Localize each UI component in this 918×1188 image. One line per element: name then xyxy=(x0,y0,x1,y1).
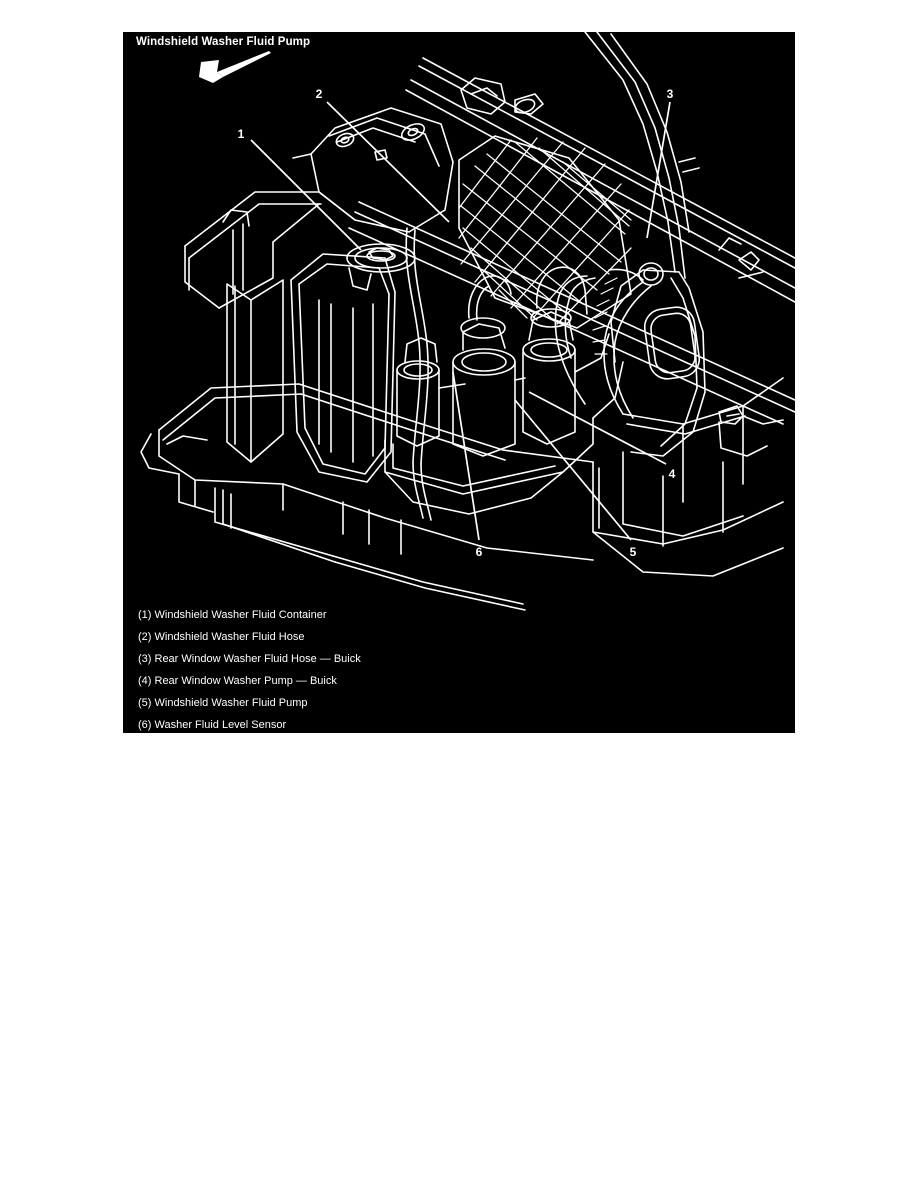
callout-number-2: 2 xyxy=(316,87,323,101)
legend-item-6: (6) Washer Fluid Level Sensor xyxy=(138,719,287,731)
legend-item-1: (1) Windshield Washer Fluid Container xyxy=(138,609,327,621)
callout-leader-1 xyxy=(250,139,362,251)
callout-overlay: 1 2 3 4 5 6 xyxy=(238,87,676,559)
washer-pump-line-drawing xyxy=(140,32,795,611)
callout-leader-3 xyxy=(646,101,671,239)
legend-item-3: (3) Rear Window Washer Fluid Hose — Buic… xyxy=(138,653,361,665)
callout-number-5: 5 xyxy=(630,545,637,559)
callout-number-4: 4 xyxy=(669,467,676,481)
callout-number-6: 6 xyxy=(476,545,483,559)
callout-leader-4 xyxy=(528,391,667,465)
figure-legend: (1) Windshield Washer Fluid Container (2… xyxy=(138,604,778,733)
view-direction-arrow-icon xyxy=(199,51,271,83)
callout-leader-6 xyxy=(452,371,480,541)
callout-leader-5 xyxy=(514,399,632,541)
legend-item-5: (5) Windshield Washer Fluid Pump xyxy=(138,697,308,709)
callout-number-3: 3 xyxy=(667,87,674,101)
legend-item-4: (4) Rear Window Washer Pump — Buick xyxy=(138,675,337,687)
callout-leader-2 xyxy=(326,101,450,223)
figure-panel: Windshield Washer Fluid Pump xyxy=(123,32,795,733)
figure-title: Windshield Washer Fluid Pump xyxy=(136,36,311,48)
callout-number-1: 1 xyxy=(238,127,245,141)
legend-item-2: (2) Windshield Washer Fluid Hose xyxy=(138,631,305,643)
